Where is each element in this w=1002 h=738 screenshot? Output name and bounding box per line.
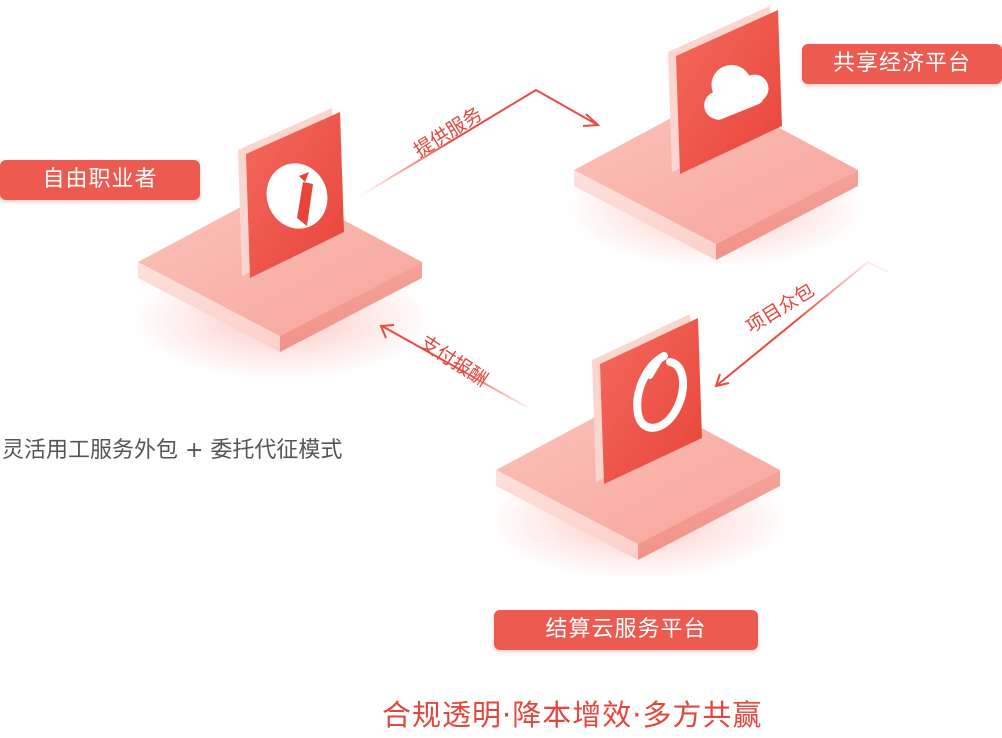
- sharing-tile: [668, 6, 782, 174]
- tie-icon: [266, 163, 328, 229]
- arrow-provide-service: [359, 88, 601, 197]
- node-settlement-platform-label: 结算云服务平台: [494, 610, 758, 650]
- settlement-platform: [488, 314, 788, 580]
- node-freelancer-label: 自由职业者: [0, 160, 200, 200]
- mode-description: 灵活用工服务外包 + 委托代征模式: [2, 438, 343, 463]
- cloud-icon: [704, 64, 769, 120]
- sharing-platform: [566, 6, 866, 268]
- arrow-pay-remuneration: [379, 324, 533, 411]
- brand-logo-icon: [633, 352, 688, 432]
- arrow-project-crowdsourcing: [714, 260, 889, 388]
- freelancer-tile: [238, 108, 344, 278]
- slogan: 合规透明·降本增效·多方共赢: [382, 698, 763, 732]
- node-sharing-platform-label: 共享经济平台: [802, 44, 1002, 84]
- freelancer-platform: [132, 108, 432, 380]
- settlement-tile: [592, 314, 702, 484]
